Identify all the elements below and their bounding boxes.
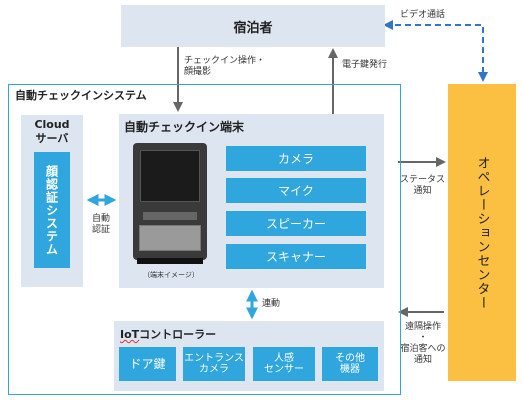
system-title: 自動チェックインシステム — [15, 89, 147, 102]
label-auto-auth-line2: 認証 — [92, 225, 111, 235]
face-auth-system-box: 顔認証システム — [34, 152, 70, 268]
label-checkin-operation-line2: 顔撮影 — [184, 67, 212, 77]
label-remote-line1: 遠隔操作 — [404, 322, 441, 332]
iot-device-other-line2: 機器 — [340, 364, 360, 375]
label-remote-line4: 通知 — [413, 355, 432, 365]
label-video-call: ビデオ通話 — [400, 10, 446, 20]
iot-device-entrance-camera-line2: カメラ — [199, 364, 229, 375]
iot-device-door-lock: ドア鍵 — [119, 347, 176, 381]
label-remote-line3: 宿泊客への — [400, 344, 446, 354]
guest-box: 宿泊者 — [121, 5, 385, 47]
label-checkin-operation-line1: チェックイン操作・ — [184, 56, 266, 66]
label-status-line1: ステータス — [400, 175, 446, 185]
label-auto-auth: 自動 認証 — [92, 214, 110, 236]
label-checkin-operation: チェックイン操作・ 顔撮影 — [184, 56, 265, 78]
label-link: 連動 — [262, 299, 281, 309]
component-speaker: スピーカー — [226, 211, 366, 236]
component-mic: マイク — [226, 178, 366, 203]
face-auth-label: 顔認証システム — [44, 164, 59, 256]
kiosk-panel — [139, 225, 201, 251]
kiosk-base — [137, 258, 203, 264]
iot-device-motion-sensor-line2: センサー — [264, 364, 304, 375]
iot-title: IoTコントローラー — [120, 326, 216, 342]
component-mic-label: マイク — [278, 184, 314, 198]
iot-device-other-line1: その他 — [335, 353, 365, 364]
component-speaker-label: スピーカー — [265, 217, 326, 231]
component-scanner: スキャナー — [226, 244, 366, 269]
label-auto-auth-line1: 自動 — [92, 214, 111, 224]
arrow-video-call — [383, 20, 488, 82]
component-camera: カメラ — [226, 146, 366, 171]
iot-device-motion-sensor-line1: 人感 — [274, 353, 294, 364]
label-status: ステータス 通知 — [400, 175, 445, 197]
cloud-title-line1: Cloud — [34, 118, 70, 131]
iot-device-motion-sensor: 人感 センサー — [253, 347, 315, 381]
iot-device-entrance-camera: エントランス カメラ — [183, 347, 245, 381]
guest-label: 宿泊者 — [233, 20, 273, 36]
iot-device-other: その他 機器 — [322, 347, 378, 381]
auto-checkin-system-frame — [8, 84, 401, 395]
label-remote-line2: ・ — [418, 333, 428, 343]
label-e-key: 電子鍵発行 — [342, 60, 388, 70]
terminal-title: 自動チェックイン端末 — [124, 120, 245, 134]
iot-title-prefix: IoT — [120, 328, 140, 341]
kiosk-screen — [140, 150, 200, 202]
kiosk-card-slot — [143, 212, 197, 220]
component-scanner-label: スキャナー — [265, 250, 326, 264]
operation-center-box: オペレーションセンター — [448, 84, 516, 381]
label-remote: 遠隔操作 ・ 宿泊客への 通知 — [400, 322, 446, 366]
iot-title-rest: コントローラー — [139, 328, 217, 341]
device-caption: （端末イメージ） — [143, 271, 199, 279]
cloud-title-line2: サーバ — [35, 132, 69, 145]
component-camera-label: カメラ — [277, 152, 314, 166]
label-status-line2: 通知 — [413, 186, 432, 196]
iot-device-entrance-camera-line1: エントランス — [184, 353, 244, 364]
operation-center-label: オペレーションセンター — [474, 155, 490, 310]
iot-device-door-lock-label: ドア鍵 — [129, 356, 166, 371]
cloud-title: Cloud サーバ — [21, 118, 83, 146]
